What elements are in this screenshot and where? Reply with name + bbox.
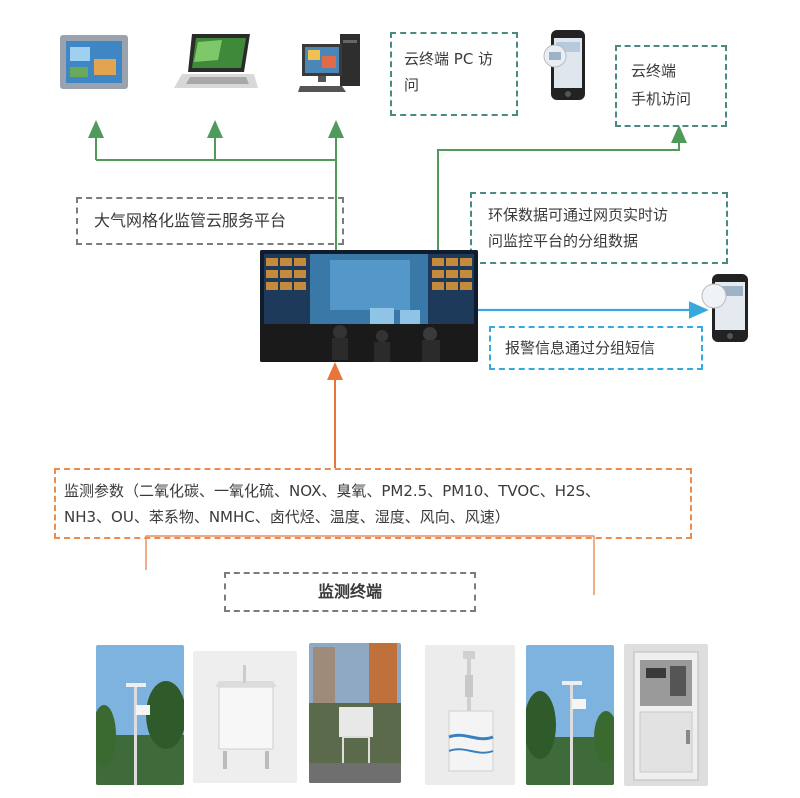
orange-connector — [145, 362, 595, 595]
cloud-platform-box: 大气网格化监管云服务平台 — [76, 197, 344, 245]
mobile-access-box: 云终端 手机访问 — [615, 45, 727, 127]
monitoring-station-photo — [193, 651, 297, 783]
params-box: 监测参数（二氧化碳、一氧化硫、NOX、臭氧、PM2.5、PM10、TVOC、H2… — [54, 468, 692, 539]
control-center-image — [260, 250, 478, 362]
monitoring-station-photo — [624, 644, 708, 786]
green-connector — [88, 120, 687, 252]
smartphone-icon — [700, 272, 752, 344]
group-data-box: 环保数据可通过网页实时访 问监控平台的分组数据 — [470, 192, 728, 264]
laptop-icon — [172, 30, 258, 92]
sms-alert-box: 报警信息通过分组短信 — [489, 326, 703, 370]
smartphone-icon — [543, 28, 587, 102]
cloud-platform-label: 大气网格化监管云服务平台 — [94, 211, 287, 230]
monitoring-station-photo — [425, 645, 515, 785]
touch-panel-icon — [58, 31, 130, 93]
sms-alert-label: 报警信息通过分组短信 — [505, 339, 656, 357]
monitoring-station-photo — [96, 645, 184, 785]
terminal-box: 监测终端 — [224, 572, 476, 612]
desktop-pc-icon — [298, 30, 364, 94]
terminal-label: 监测终端 — [317, 582, 382, 601]
mobile-access-label-2: 手机访问 — [631, 90, 692, 108]
group-data-label-2: 问监控平台的分组数据 — [488, 232, 639, 250]
monitoring-station-photo — [526, 645, 614, 785]
params-line-1: 监测参数（二氧化碳、一氧化硫、NOX、臭氧、PM2.5、PM10、TVOC、H2… — [64, 482, 601, 500]
monitoring-station-photo — [309, 643, 401, 783]
pc-access-box: 云终端 PC 访问 — [390, 32, 518, 116]
group-data-label-1: 环保数据可通过网页实时访 — [488, 206, 669, 224]
pc-access-label: 云终端 PC 访问 — [404, 50, 494, 94]
mobile-access-label-1: 云终端 — [631, 62, 677, 80]
params-line-2: NH3、OU、苯系物、NMHC、卤代烃、温度、湿度、风向、风速） — [64, 508, 510, 526]
